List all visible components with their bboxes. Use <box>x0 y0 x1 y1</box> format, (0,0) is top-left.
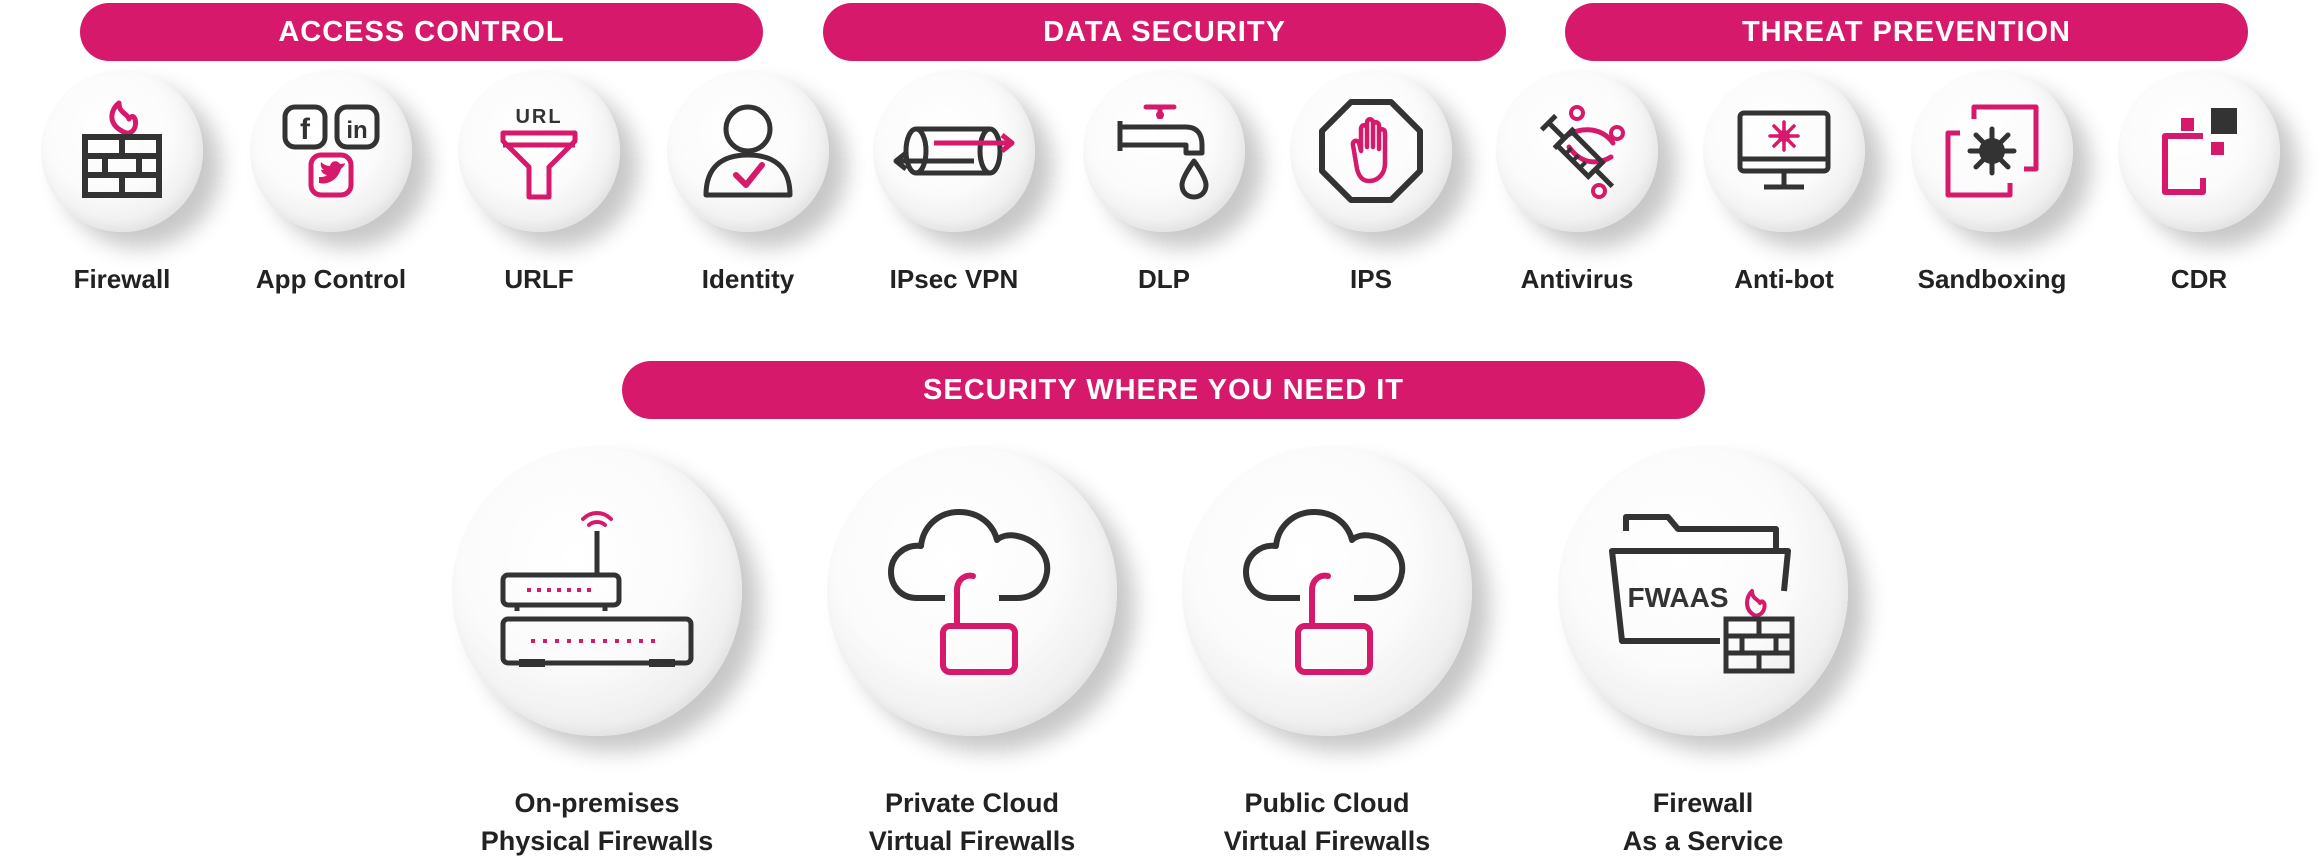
deployment-label: Firewall As a Service <box>1623 784 1784 860</box>
cloud-lock-icon <box>888 509 1051 675</box>
feature-label: IPS <box>1350 264 1392 294</box>
deployment-label-line2: Virtual Firewalls <box>1223 826 1431 856</box>
threat-prevention-header: THREAT PREVENTION <box>1565 3 2248 61</box>
feature-circle <box>1496 70 1658 232</box>
feature-identity: Identity <box>667 70 829 295</box>
access-control-header: ACCESS CONTROL <box>80 3 763 61</box>
social-apps-icon: f in <box>282 104 380 198</box>
feature-label: Firewall <box>73 264 171 294</box>
feature-label: URLF <box>504 264 574 294</box>
feature-circle <box>2118 70 2280 232</box>
feature-label: IPsec VPN <box>889 264 1019 294</box>
deployment-on-premises: On-premises Physical Firewalls <box>452 446 742 860</box>
feature-firewall: Firewall <box>41 70 203 295</box>
deployment-label-line2: As a Service <box>1622 826 1784 856</box>
feature-app-control: f in App Control <box>250 70 412 295</box>
security-where-header: SECURITY WHERE YOU NEED IT <box>622 361 1705 419</box>
fwaas-folder-icon: FWAAS <box>1609 514 1795 674</box>
feature-circle: f in <box>250 70 412 232</box>
feature-label: CDR <box>2170 264 2228 294</box>
router-icon <box>500 511 694 667</box>
sandbox-icon <box>1945 104 2039 198</box>
deployment-label: Private Cloud Virtual Firewalls <box>869 784 1076 860</box>
feature-label: Anti-bot <box>1734 264 1834 294</box>
deployment-label-line1: Private Cloud <box>884 788 1060 818</box>
deployment-label-line1: On-premises <box>514 788 680 818</box>
feature-urlf: URL URLF <box>458 70 620 295</box>
feature-circle <box>873 70 1035 232</box>
feature-label: DLP <box>1138 264 1190 294</box>
feature-circle: URL <box>458 70 620 232</box>
stop-hand-icon <box>1319 99 1423 203</box>
deployment-circle: FWAAS <box>1558 446 1848 736</box>
feature-antivirus: Antivirus <box>1496 70 1658 295</box>
deployment-public-cloud: Public Cloud Virtual Firewalls <box>1182 446 1472 860</box>
feature-circle <box>1290 70 1452 232</box>
deployment-label-line1: Firewall <box>1652 788 1754 818</box>
deployment-label-line2: Physical Firewalls <box>480 826 714 856</box>
deployment-fwaas: FWAAS Firewall As a Service <box>1558 446 1848 860</box>
firewall-icon <box>82 100 162 198</box>
feature-circle <box>41 70 203 232</box>
vpn-tunnel-icon <box>893 126 1015 176</box>
deployment-circle <box>452 446 742 736</box>
feature-ipsec-vpn: IPsec VPN <box>873 70 1035 295</box>
deployment-label-line1: Public Cloud <box>1244 788 1410 818</box>
url-icon-text: URL <box>515 106 562 128</box>
feature-circle <box>1911 70 2073 232</box>
feature-sandboxing: Sandboxing <box>1911 70 2073 295</box>
feature-dlp: DLP <box>1083 70 1245 295</box>
feature-label: Sandboxing <box>1917 264 2067 294</box>
feature-circle <box>1083 70 1245 232</box>
syringe-icon <box>1539 105 1625 199</box>
deployment-circle <box>1182 446 1472 736</box>
svg-text:in: in <box>346 117 367 144</box>
feature-circle <box>667 70 829 232</box>
cloud-lock-icon <box>1243 509 1406 675</box>
deployment-circle <box>827 446 1117 736</box>
feature-label: Antivirus <box>1520 264 1634 294</box>
cdr-icon <box>2162 108 2237 195</box>
faucet-icon <box>1117 104 1209 200</box>
deployment-private-cloud: Private Cloud Virtual Firewalls <box>827 446 1117 860</box>
user-check-icon <box>703 104 793 198</box>
deployment-label: Public Cloud Virtual Firewalls <box>1224 784 1431 860</box>
monitor-bug-icon <box>1737 110 1831 190</box>
feature-ips: IPS <box>1290 70 1452 295</box>
feature-label: App Control <box>255 264 407 294</box>
url-filter-icon: URL <box>500 106 578 200</box>
fwaas-icon-text: FWAAS <box>1627 582 1728 613</box>
feature-circle <box>1703 70 1865 232</box>
feature-anti-bot: Anti-bot <box>1703 70 1865 295</box>
feature-label: Identity <box>701 264 795 294</box>
svg-text:f: f <box>300 113 311 146</box>
deployment-label-line2: Virtual Firewalls <box>868 826 1076 856</box>
feature-cdr: CDR <box>2118 70 2280 295</box>
data-security-header: DATA SECURITY <box>823 3 1506 61</box>
deployment-label: On-premises Physical Firewalls <box>481 784 714 860</box>
